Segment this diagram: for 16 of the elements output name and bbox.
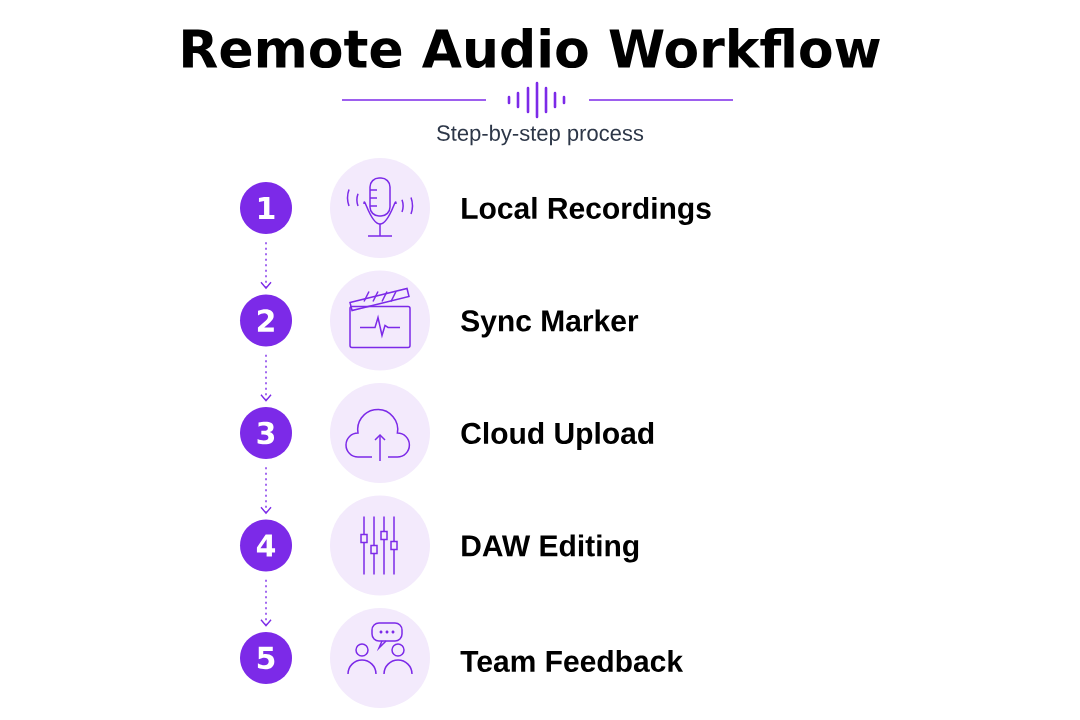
icon-circle <box>330 608 430 708</box>
icon-circle <box>330 158 430 258</box>
arrow <box>260 241 272 290</box>
title: Remote Audio Workflow <box>183 27 880 69</box>
arrow <box>260 354 272 402</box>
step-label: Sync Marker <box>461 309 639 338</box>
step-label: Team Feedback <box>460 650 684 672</box>
icon-circle <box>330 383 430 483</box>
subtitle: Step-by-step process <box>437 124 644 146</box>
icon-circle <box>330 270 430 371</box>
step-label: Cloud Upload <box>461 422 654 450</box>
step-label: Local Recordings <box>462 196 711 226</box>
arrow <box>260 579 272 627</box>
icon-circle <box>330 495 430 596</box>
step-label: DAW Editing <box>462 534 639 563</box>
arrow <box>260 466 272 515</box>
